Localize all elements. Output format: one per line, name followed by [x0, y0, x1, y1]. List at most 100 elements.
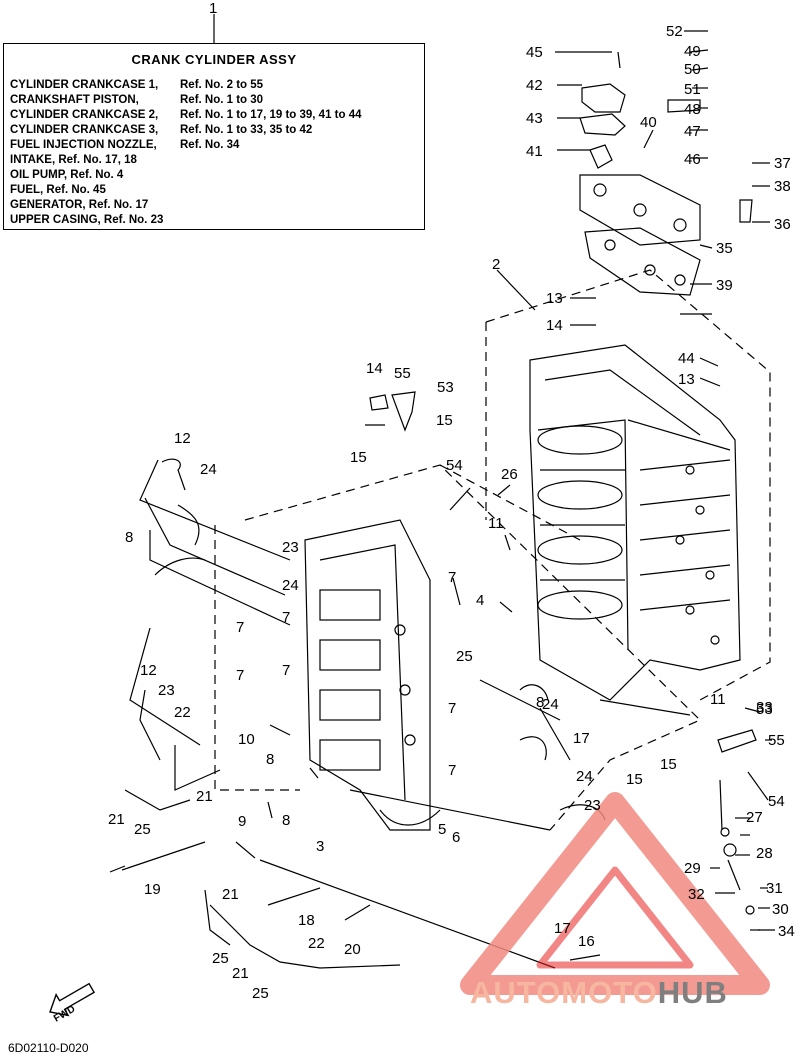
callout-number: 47 — [684, 123, 701, 140]
info-line-name: UPPER CASING, Ref. No. 23 — [10, 214, 164, 226]
callout-number: 24 — [576, 768, 593, 785]
callout-number: 13 — [546, 290, 563, 307]
watermark-logo: AUTOMOTOHUB — [470, 975, 728, 1011]
assembly-title: CRANK CYLINDER ASSY — [131, 52, 297, 67]
callout-number: 14 — [546, 317, 563, 334]
info-line-name: GENERATOR, Ref. No. 17 — [10, 199, 149, 211]
callout-number: 55 — [768, 732, 785, 749]
callout-number: 21 — [222, 886, 239, 903]
callout-number: 17 — [573, 730, 590, 747]
callout-number: 17 — [554, 920, 571, 937]
callout-number: 19 — [144, 881, 161, 898]
callout-number: 41 — [526, 143, 543, 160]
callout-number: 55 — [394, 365, 411, 382]
callout-number: 8 — [125, 529, 133, 546]
callout-number: 44 — [678, 350, 695, 367]
info-line-ref: Ref. No. 34 — [180, 139, 240, 151]
callout-number: 7 — [448, 762, 456, 779]
callout-number: 42 — [526, 77, 543, 94]
callout-number: 7 — [236, 619, 244, 636]
callout-number: 15 — [350, 449, 367, 466]
callout-number: 7 — [448, 569, 456, 586]
callout-number: 8 — [266, 751, 274, 768]
callout-number: 4 — [476, 592, 484, 609]
callout-number: 15 — [436, 412, 453, 429]
callout-number: 21 — [196, 788, 213, 805]
callout-number: 23 — [158, 682, 175, 699]
callout-number: 25 — [456, 648, 473, 665]
callout-number: 3 — [316, 838, 324, 855]
callout-number: 15 — [626, 771, 643, 788]
callout-number: 8 — [536, 694, 544, 711]
callout-number: 7 — [282, 662, 290, 679]
callout-number: 43 — [526, 110, 543, 127]
callout-number: 39 — [716, 277, 733, 294]
callout-number: 7 — [236, 667, 244, 684]
callout-number: 6 — [452, 829, 460, 846]
callout-number: 33 — [756, 699, 773, 716]
info-line-name: OIL PUMP, Ref. No. 4 — [10, 169, 124, 181]
callout-number: 15 — [660, 756, 677, 773]
callout-number: 38 — [774, 178, 791, 195]
callout-number: 32 — [688, 886, 705, 903]
callout-number: 37 — [774, 155, 791, 172]
callout-number: 35 — [716, 240, 733, 257]
callout-number: 51 — [684, 81, 701, 98]
info-line-name: CRANKSHAFT PISTON, — [10, 94, 139, 106]
callout-number: 9 — [238, 813, 246, 830]
callout-number: 25 — [134, 821, 151, 838]
callout-number: 45 — [526, 44, 543, 61]
callout-number: 27 — [746, 809, 763, 826]
callout-number: 25 — [212, 950, 229, 967]
info-line-ref: Ref. No. 1 to 30 — [180, 94, 264, 106]
assembly-info-box: CRANK CYLINDER ASSY CYLINDER CRANKCASE 1… — [3, 43, 425, 230]
figure-code: 6D02110-D020 — [8, 1041, 89, 1055]
callout-number: 48 — [684, 101, 701, 118]
callout-number: 53 — [437, 379, 454, 396]
callout-number: 24 — [542, 696, 559, 713]
callout-number: 14 — [366, 360, 383, 377]
callout-number: 12 — [140, 662, 157, 679]
callout-number: 18 — [298, 912, 315, 929]
info-line-name: CYLINDER CRANKCASE 3, — [10, 124, 159, 136]
info-line-name: CYLINDER CRANKCASE 2, — [10, 109, 159, 121]
callout-number: 24 — [282, 577, 299, 594]
callout-number: 5 — [438, 821, 446, 838]
callout-number: 54 — [446, 457, 463, 474]
callout-number: 36 — [774, 216, 791, 233]
callout-number: 21 — [108, 811, 125, 828]
callout-number: 46 — [684, 151, 701, 168]
callout-number: 24 — [200, 461, 217, 478]
info-line-name: CYLINDER CRANKCASE 1, — [10, 79, 159, 91]
callout-number: 22 — [174, 704, 191, 721]
callout-number: 53 — [756, 701, 773, 718]
callout-number: 22 — [308, 935, 325, 952]
callout-number: 28 — [756, 845, 773, 862]
info-line-ref: Ref. No. 1 to 33, 35 to 42 — [180, 124, 313, 136]
callout-number: 20 — [344, 941, 361, 958]
callout-number: 16 — [578, 933, 595, 950]
callout-number: 12 — [174, 430, 191, 447]
callout-number: 29 — [684, 860, 701, 877]
callout-number: 23 — [282, 539, 299, 556]
info-line-name: FUEL INJECTION NOZZLE, — [10, 139, 157, 151]
callout-number: 8 — [282, 812, 290, 829]
callout-number: 23 — [584, 797, 601, 814]
callout-number: 49 — [684, 43, 701, 60]
callout-number: 25 — [252, 985, 269, 1002]
callout-number: 21 — [232, 965, 249, 982]
callout-number: 7 — [448, 700, 456, 717]
watermark-text-1: AUTOMOTO — [470, 975, 658, 1010]
callout-number: 54 — [768, 793, 785, 810]
info-line-ref: Ref. No. 1 to 17, 19 to 39, 41 to 44 — [180, 109, 362, 121]
callout-number: 7 — [282, 609, 290, 626]
callout-number: 31 — [766, 880, 783, 897]
callout-number: 50 — [684, 61, 701, 78]
watermark-text-2: HUB — [657, 975, 728, 1010]
callout-number: 11 — [488, 515, 504, 532]
callout-number: 26 — [501, 466, 518, 483]
callout-number: 13 — [678, 371, 695, 388]
callout-number: 11 — [710, 691, 726, 708]
callout-number: 10 — [238, 731, 255, 748]
